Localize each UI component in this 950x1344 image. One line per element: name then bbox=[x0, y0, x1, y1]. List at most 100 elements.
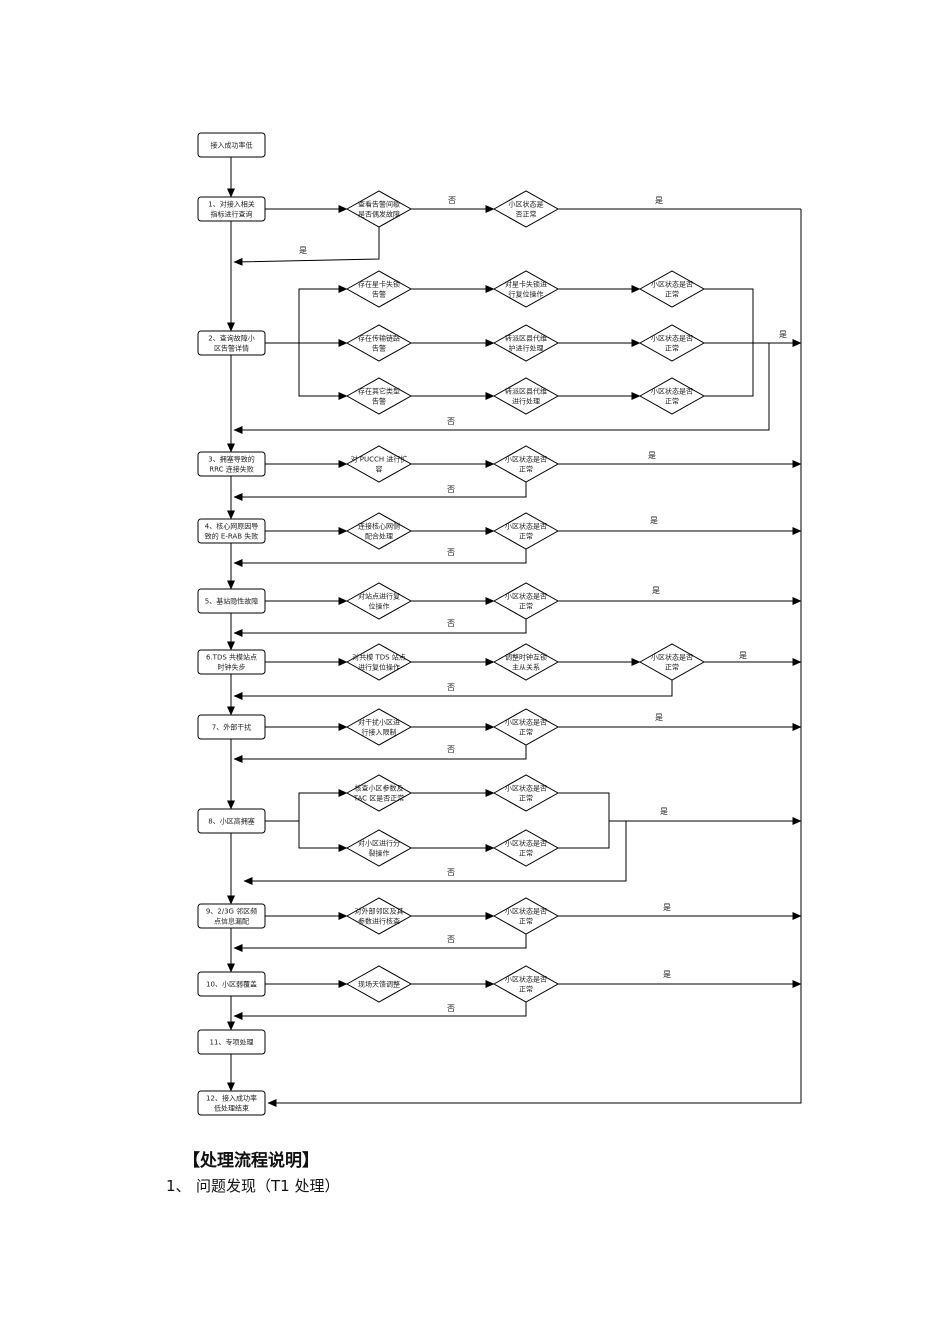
decision-d2a2 bbox=[345, 324, 413, 362]
decision-d7b-label: 小区状态是否 bbox=[505, 717, 547, 726]
process-box-s4-label: 致的 E-RAB 失败 bbox=[205, 531, 259, 540]
list-item-text: 问题发现（T1 处理） bbox=[196, 1177, 340, 1195]
decision-d2b3 bbox=[492, 377, 560, 415]
decision-d6b-label: 调整时钟互锁 bbox=[505, 652, 547, 661]
decision-d6c bbox=[638, 643, 706, 681]
decision-d2a1 bbox=[345, 270, 413, 308]
process-box-s12-label: 低处理结束 bbox=[214, 1103, 249, 1112]
decision-d8b1 bbox=[492, 774, 560, 812]
process-box-s1 bbox=[197, 196, 266, 222]
connectors bbox=[227, 157, 802, 1107]
edge-label-yes: 是 bbox=[739, 651, 747, 660]
decision-d8b1-label: 正常 bbox=[519, 793, 533, 802]
decision-d3b-label: 小区状态是否 bbox=[505, 454, 547, 463]
connector-48 bbox=[233, 934, 527, 952]
decision-d2b1-label: 对星卡失锁进 bbox=[505, 279, 547, 288]
process-box-s1-label: 1、对接入相关 bbox=[208, 199, 254, 208]
connector-19 bbox=[298, 343, 348, 400]
process-box-s5-label: 5、基站隐性故障 bbox=[205, 596, 258, 605]
decision-d2c1-label: 正常 bbox=[665, 289, 679, 298]
decision-d6c-label: 正常 bbox=[665, 662, 679, 671]
edge-label-no: 否 bbox=[447, 485, 455, 494]
decision-d8b2 bbox=[492, 829, 560, 867]
decision-d8b2-label: 小区状态是否 bbox=[505, 838, 547, 847]
edge-label-no: 否 bbox=[447, 1004, 455, 1013]
decision-d10b-label: 正常 bbox=[519, 984, 533, 993]
edge-label-yes: 是 bbox=[663, 970, 671, 979]
edge-label-no: 否 bbox=[447, 935, 455, 944]
decision-d2b3-label: 转派区县代维 bbox=[505, 386, 547, 395]
decision-d2c2 bbox=[638, 324, 706, 362]
process-box-s9 bbox=[197, 903, 266, 929]
decision-d9a bbox=[345, 897, 413, 935]
decision-d10a-label: 现场天馈调整 bbox=[358, 979, 400, 988]
decision-d5a bbox=[345, 582, 413, 620]
list-item: 1、问题发现（T1 处理） bbox=[166, 1175, 339, 1196]
edge-label-yes: 是 bbox=[650, 516, 658, 525]
decision-d2a2-label: 存在传输链路 bbox=[358, 333, 400, 342]
decision-d3b-label: 正常 bbox=[519, 464, 533, 473]
decision-d8a2-label: 裂操作 bbox=[369, 848, 390, 857]
decision-d8a2-label: 对小区进行分 bbox=[358, 838, 400, 847]
edge-label-no: 否 bbox=[447, 619, 455, 628]
process-box-s10-label: 10、小区弱覆盖 bbox=[206, 979, 257, 988]
connector-18 bbox=[298, 285, 348, 343]
decision-d6b bbox=[492, 643, 560, 681]
process-box-s3-label: RRC 连接失败 bbox=[209, 464, 254, 473]
decision-d5b bbox=[492, 582, 560, 620]
decision-d2a1-label: 告警 bbox=[372, 289, 386, 298]
decision-d1a-label: 是否偶发故障 bbox=[358, 209, 400, 218]
process-box-s7-label: 7、外部干扰 bbox=[212, 722, 251, 731]
decision-d2b2-label: 护进行处理 bbox=[509, 343, 544, 352]
nodes: 接入成功率低1、对接入相关指标进行查询2、查询故障小区告警详情3、拥塞导致的RR… bbox=[197, 132, 706, 1116]
process-box-s2-label: 区告警详情 bbox=[214, 343, 249, 352]
process-box-s2 bbox=[197, 330, 266, 356]
connector-32 bbox=[233, 482, 527, 501]
connector-12 bbox=[267, 209, 802, 1107]
decision-d7a-label: 对干扰小区进 bbox=[358, 717, 400, 726]
edge-label-no: 否 bbox=[448, 196, 456, 205]
connector-36 bbox=[233, 549, 527, 567]
edge-label-no: 否 bbox=[447, 745, 455, 754]
process-box-s11-label: 11、专项处理 bbox=[210, 1037, 254, 1046]
connector-58 bbox=[265, 789, 348, 822]
edge-label-yes: 是 bbox=[779, 330, 787, 339]
process-box-s8-label: 8、小区高拥塞 bbox=[208, 816, 254, 825]
decision-d10b bbox=[492, 965, 560, 1003]
decision-d2b1-label: 行复位操作 bbox=[509, 289, 544, 298]
connector-57 bbox=[233, 680, 673, 700]
decision-d10a bbox=[345, 965, 413, 1003]
connector-59 bbox=[298, 821, 348, 852]
decision-d5b-label: 正常 bbox=[519, 601, 533, 610]
process-box-s12 bbox=[197, 1090, 266, 1116]
process-box-s2-label: 2、查询故障小 bbox=[208, 333, 254, 342]
process-box-s10 bbox=[197, 971, 266, 997]
decision-d7b-label: 正常 bbox=[519, 727, 533, 736]
list-item-number: 1、 bbox=[166, 1177, 191, 1195]
decision-d5a-label: 位操作 bbox=[369, 601, 390, 610]
decision-d1b bbox=[492, 190, 560, 228]
decision-d7a bbox=[345, 708, 413, 746]
decision-d7a-label: 行接入限制 bbox=[362, 727, 397, 736]
decision-d2c3-label: 正常 bbox=[665, 396, 679, 405]
edge-label-yes: 是 bbox=[299, 246, 307, 255]
connector-52 bbox=[233, 1002, 527, 1020]
decision-d1b-label: 否正常 bbox=[516, 209, 537, 218]
decision-d3a-label: 容 bbox=[376, 464, 383, 473]
decision-d4a bbox=[345, 512, 413, 550]
decision-d8a1-label: TAC 区是否正常 bbox=[353, 793, 405, 802]
process-box-s4 bbox=[197, 518, 266, 544]
process-box-s1-label: 指标进行查询 bbox=[211, 209, 253, 218]
decision-d1b-label: 小区状态是 bbox=[509, 199, 544, 208]
decision-d9a-label: 参数进行核查 bbox=[358, 916, 400, 925]
decision-d2a3 bbox=[345, 377, 413, 415]
decision-d8a2 bbox=[345, 829, 413, 867]
process-box-s5 bbox=[197, 588, 266, 614]
decision-d4a-label: 连接核心网侧 bbox=[358, 521, 400, 530]
decision-d10b-label: 小区状态是否 bbox=[505, 974, 547, 983]
edge-label-yes: 是 bbox=[663, 903, 671, 912]
process-box-s3-label: 3、拥塞导致的 bbox=[208, 454, 254, 463]
process-box-s9-label: 9、2/3G 邻区频 bbox=[206, 906, 257, 915]
edge-label-no: 否 bbox=[447, 417, 455, 426]
decision-d8a1 bbox=[345, 774, 413, 812]
